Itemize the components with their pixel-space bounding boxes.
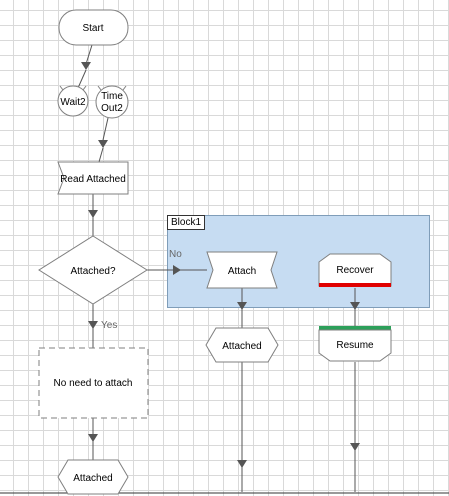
edge-wait-segment [77, 69, 87, 89]
block-label: Block1 [167, 215, 206, 230]
arrow-attached-down [237, 460, 247, 468]
arrow-timeout-to-read [98, 140, 108, 148]
node-timeout-label-2: Out2 [101, 103, 123, 114]
node-timeout-label-1: Time [101, 91, 123, 102]
node-no-need-label: No need to attach [54, 378, 133, 389]
node-wait[interactable]: Wait2 [57, 85, 89, 117]
node-read-attached[interactable]: Read Attached [57, 161, 129, 195]
node-resume[interactable]: Resume [318, 326, 392, 362]
node-start[interactable]: Start [58, 9, 129, 46]
edge-start-to-wait [85, 44, 93, 65]
node-attached-right[interactable]: Attached [205, 327, 279, 363]
connectors [0, 44, 449, 494]
node-attach[interactable]: Attach [206, 251, 278, 289]
node-timeout[interactable]: Time Out2 [95, 85, 129, 119]
arrow-resume-down [350, 443, 360, 451]
arrow-decision-no [173, 265, 181, 275]
arrow-attach-to-attached [237, 302, 247, 310]
edge-label-no: No [169, 249, 182, 260]
edge-timeout-to-read [102, 117, 109, 141]
node-resume-label: Resume [336, 340, 374, 351]
arrow-decision-yes [88, 321, 98, 329]
node-decision-label: Attached? [70, 266, 115, 277]
node-attached-bottom[interactable]: Attached [57, 459, 129, 495]
node-decision[interactable]: Attached? [38, 235, 148, 305]
resume-status-bar [319, 326, 391, 330]
node-attached-bottom-label: Attached [73, 473, 112, 484]
node-start-label: Start [82, 23, 103, 34]
node-recover-label: Recover [336, 265, 374, 276]
recover-status-bar [319, 283, 391, 287]
node-attach-label: Attach [228, 266, 256, 277]
node-attached-right-label: Attached [222, 341, 261, 352]
arrow-noneed-to-attached [88, 434, 98, 442]
arrow-recover-to-resume [350, 302, 360, 310]
edge-label-yes: Yes [101, 320, 117, 331]
arrow-read-to-decision [88, 210, 98, 218]
node-recover[interactable]: Recover [318, 253, 392, 287]
node-no-need[interactable]: No need to attach [38, 347, 149, 419]
node-read-attached-label: Read Attached [60, 174, 126, 185]
edge-read-segment [98, 147, 104, 163]
node-wait-label: Wait2 [60, 97, 86, 108]
arrow-start-to-wait [81, 62, 91, 70]
